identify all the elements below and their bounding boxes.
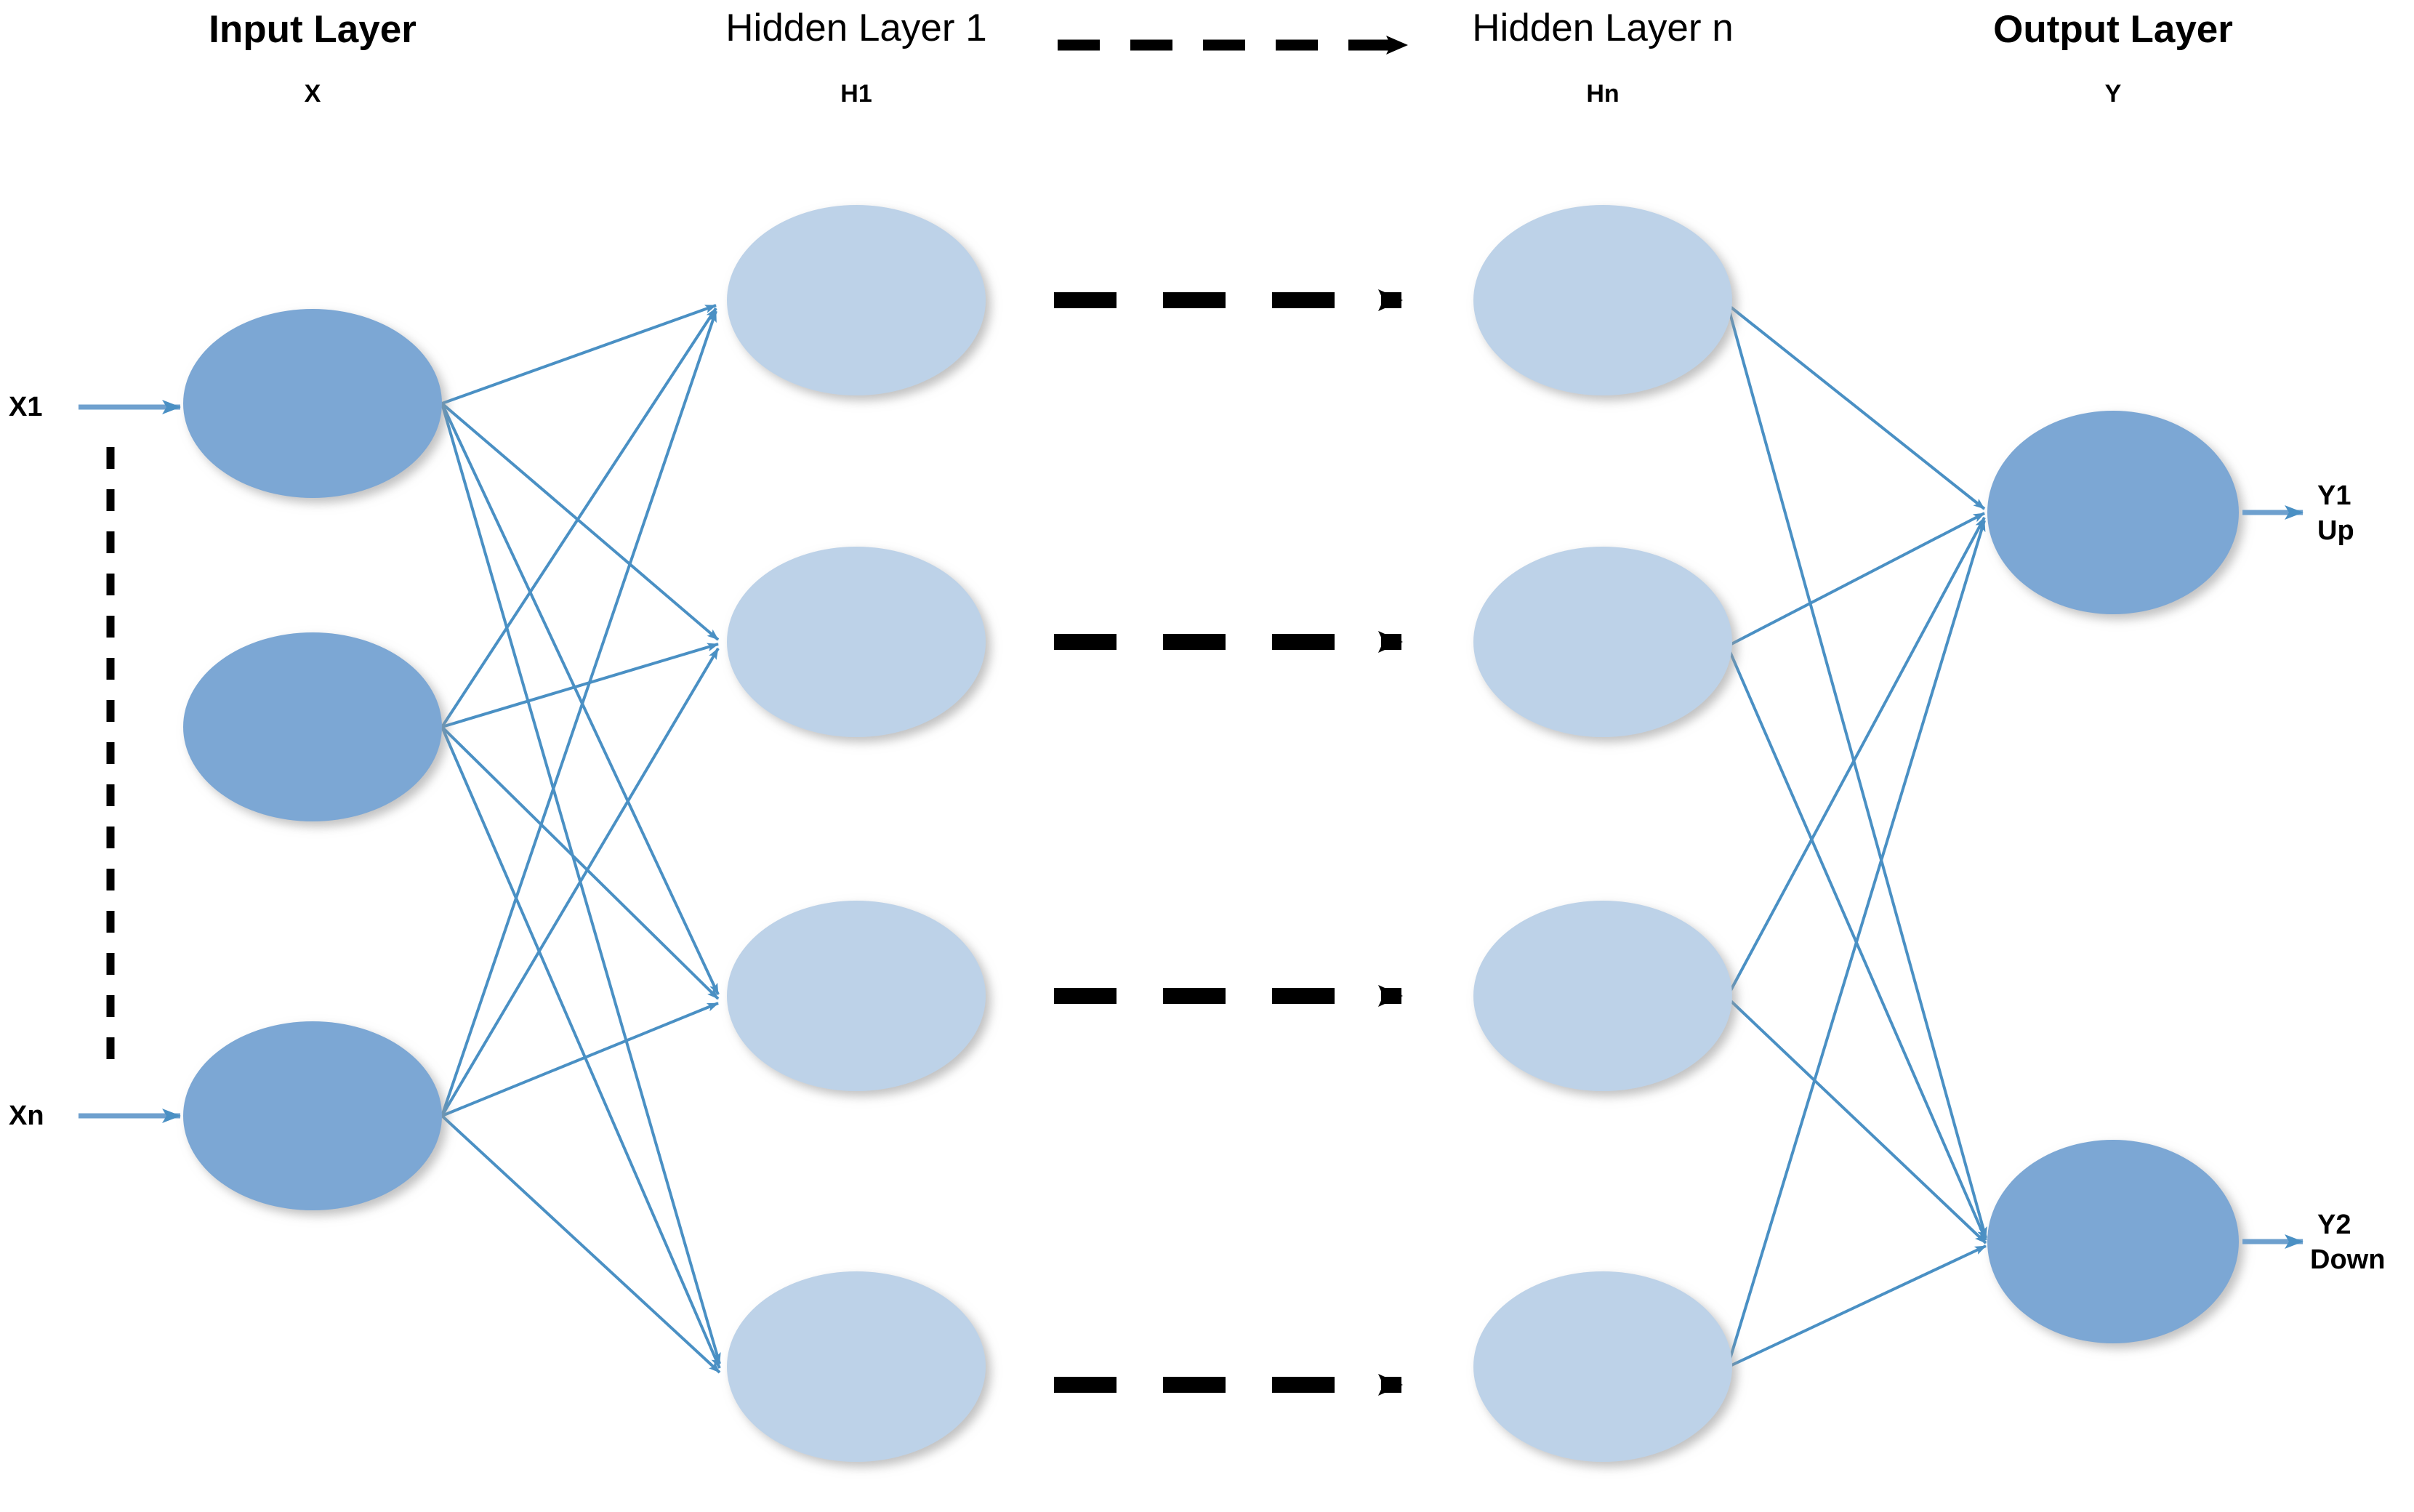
output-layer-nodes	[1987, 411, 2239, 1343]
hidden1-node-2[interactable]	[727, 547, 986, 737]
edge-x2-h3	[440, 725, 720, 1000]
header-title-hidden-layer-n: Hidden Layer n	[1472, 7, 1734, 49]
hiddenN-node-2[interactable]	[1473, 547, 1732, 737]
header-sub-output-layer: Y	[2104, 80, 2122, 108]
output-sublabel-down: Down	[2310, 1244, 2386, 1275]
output-label-y2: Y2	[2317, 1210, 2351, 1240]
edge-hn4-y1	[1727, 520, 1986, 1364]
edge-hn2-y1	[1728, 512, 1985, 647]
edge-hn4-y2	[1728, 1244, 1987, 1368]
edge-x1-h1	[441, 304, 717, 405]
edge-x3-h4	[440, 1114, 721, 1374]
output-node-y2[interactable]	[1987, 1140, 2239, 1343]
hiddenN-node-1[interactable]	[1473, 205, 1732, 395]
header-sub-hidden-layer-n: Hn	[1586, 80, 1620, 108]
output-node-y1[interactable]	[1987, 411, 2239, 614]
header-title-input-layer: Input Layer	[209, 8, 417, 51]
edge-x3-h2	[440, 647, 720, 1117]
output-label-y1: Y1	[2317, 480, 2351, 511]
output-sublabel-up: Up	[2317, 515, 2354, 546]
header-title-hidden-layer-1: Hidden Layer 1	[725, 7, 987, 49]
edge-x2-h2	[441, 643, 719, 728]
edge-x3-h3	[441, 1002, 719, 1117]
hiddenN-node-3[interactable]	[1473, 901, 1732, 1091]
hidden-layer-dashed-arrows	[1054, 289, 1403, 1396]
edge-x1-h2	[440, 402, 720, 641]
hidden-layer-n-nodes	[1473, 205, 1732, 1462]
edge-hn1-y1	[1727, 304, 1986, 510]
edge-x2-h1	[440, 307, 717, 728]
header-sub-input-layer: X	[304, 80, 321, 108]
input-label-xn: Xn	[9, 1101, 44, 1131]
edge-hn3-y2	[1727, 997, 1987, 1244]
input-feed-arrows	[79, 400, 181, 1123]
input-layer-nodes	[183, 309, 442, 1210]
edge-x2-h4	[440, 726, 721, 1369]
edge-hn1-y2	[1727, 307, 1987, 1239]
edge-x3-h1	[440, 310, 717, 1117]
connections-input-to-hidden1	[440, 304, 721, 1374]
header-title-output-layer: Output Layer	[1993, 8, 2233, 51]
hiddenN-node-4[interactable]	[1473, 1271, 1732, 1462]
input-node-3[interactable]	[183, 1021, 442, 1210]
edge-x1-h3	[440, 403, 720, 995]
header-sub-hidden-layer-1: H1	[840, 80, 872, 108]
input-node-2[interactable]	[183, 632, 442, 821]
output-feed-arrows	[2242, 505, 2304, 1249]
hidden1-node-4[interactable]	[727, 1271, 986, 1462]
hidden1-node-1[interactable]	[727, 205, 986, 395]
hidden-layer-1-nodes	[727, 205, 986, 1462]
input-label-x1: X1	[9, 392, 43, 422]
edge-hn3-y1	[1727, 517, 1986, 995]
connections-hiddenN-to-output	[1727, 304, 1987, 1368]
input-node-1[interactable]	[183, 309, 442, 498]
hidden1-node-3[interactable]	[727, 901, 986, 1091]
